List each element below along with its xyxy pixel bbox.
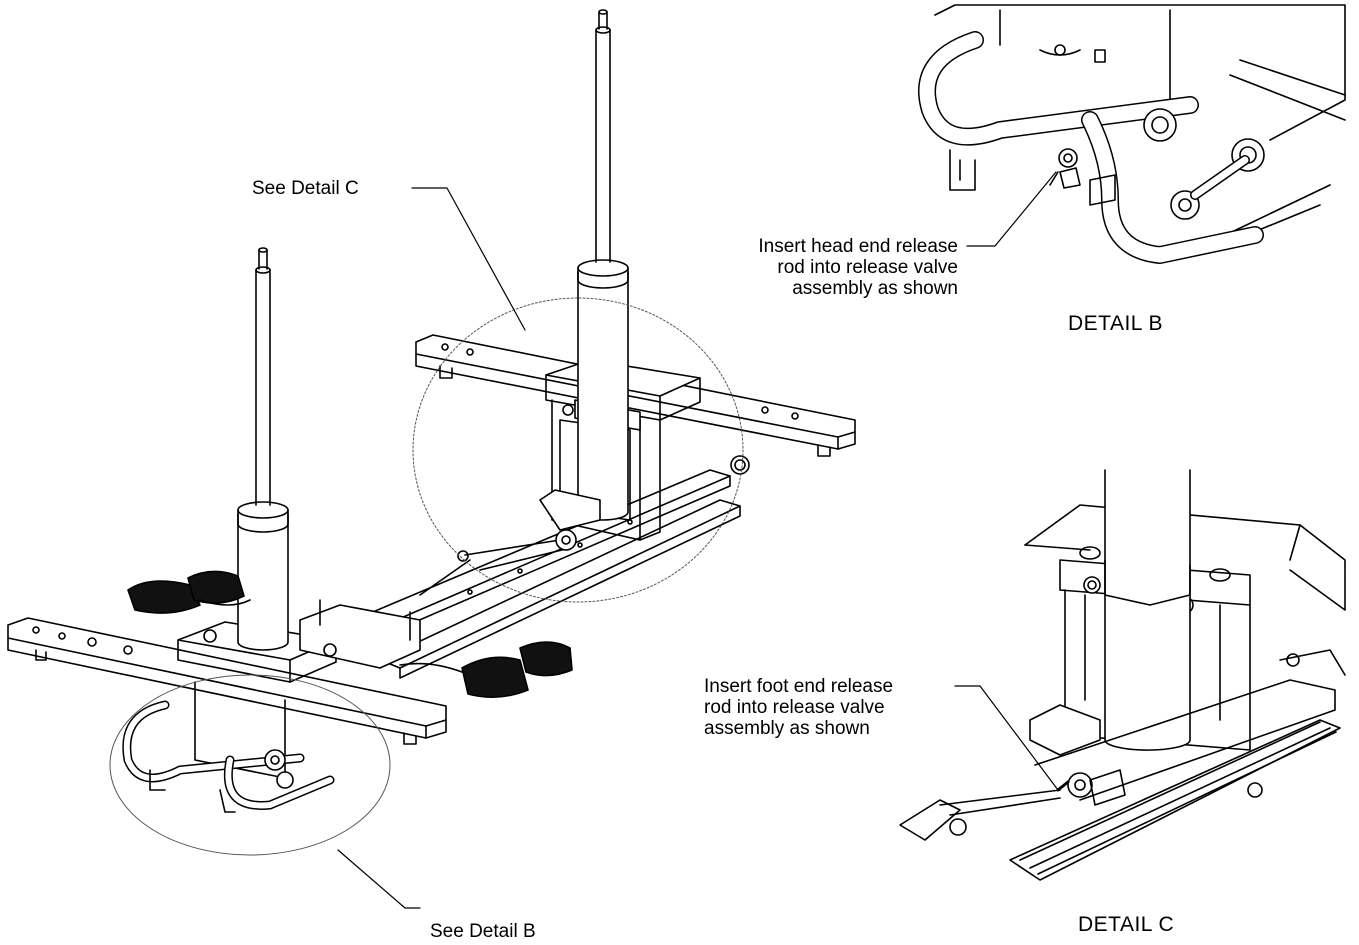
leader-see-detail-b: [337, 849, 421, 909]
foot-end-note: Insert foot end release rod into release…: [704, 676, 893, 739]
foot-end-note-line-2: rod into release valve: [704, 697, 885, 718]
foot-cylinder: [237, 247, 289, 651]
leader-foot-end-note: [954, 685, 1059, 791]
foot-end-note-line-3: assembly as shown: [704, 718, 870, 739]
see-detail-b-callout: See Detail B: [430, 921, 536, 942]
main-assembly-view: [7, 9, 856, 909]
head-end-note-line-2: rod into release valve: [777, 257, 958, 278]
leader-head-end-note: [966, 171, 1057, 247]
head-end-note-line-3: assembly as shown: [792, 278, 958, 299]
head-cylinder: [577, 9, 629, 521]
detail-c-caption: DETAIL C: [1078, 913, 1175, 936]
foot-end-caster-loop: [122, 700, 335, 813]
detail-b-view: [918, 4, 1346, 264]
head-crossbar: [415, 334, 856, 457]
head-end-note-line-1: Insert head end release: [758, 236, 958, 257]
detail-b-circle: [109, 674, 391, 856]
foot-pedals: [127, 570, 573, 698]
head-end-note: Insert head end release rod into release…: [700, 236, 958, 299]
foot-crossbar: [7, 617, 447, 745]
see-detail-c-callout: See Detail C: [252, 178, 359, 199]
detail-c-view: [899, 469, 1346, 881]
leader-see-detail-c: [411, 187, 526, 331]
foot-end-note-line-1: Insert foot end release: [704, 676, 894, 697]
detail-c-circle: [412, 297, 744, 603]
release-linkage: [419, 489, 601, 596]
detail-b-caption: DETAIL B: [1068, 312, 1164, 335]
